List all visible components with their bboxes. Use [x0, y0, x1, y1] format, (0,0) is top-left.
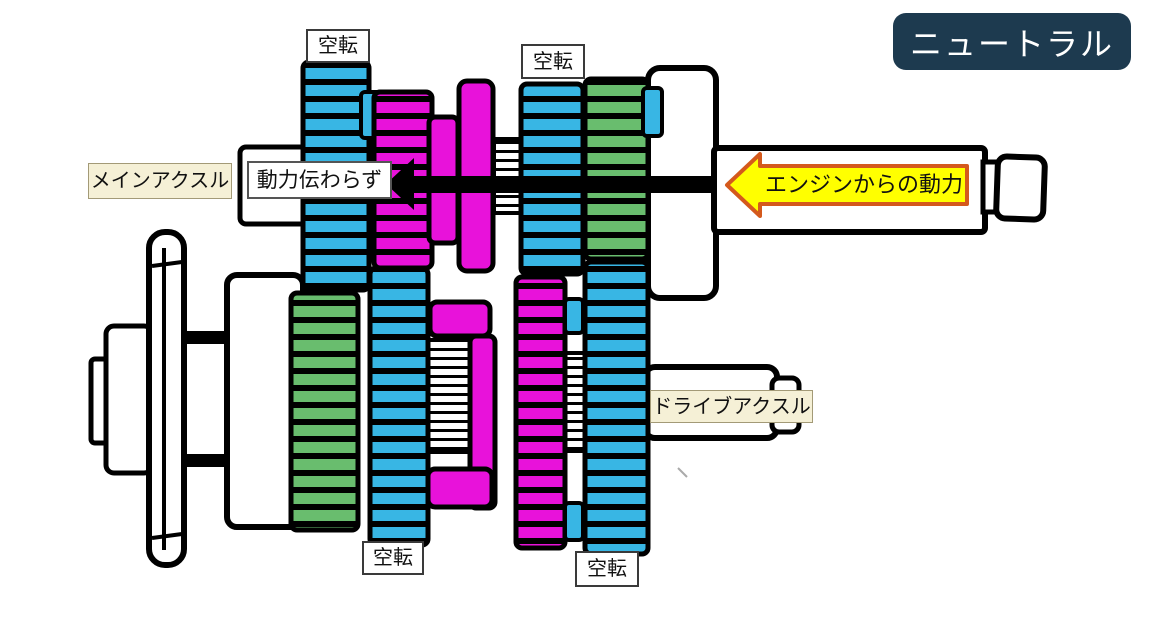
- idle-label-bottom-left: 空転: [362, 541, 424, 575]
- dog-bottom-tab-upper: [427, 299, 493, 339]
- clutch-assembly: [88, 229, 306, 568]
- gears-bottom: [288, 259, 651, 557]
- gear-bottom-2-cyan: [367, 265, 431, 548]
- dog-bottom-tab-lower: [425, 466, 495, 510]
- engine-shaft-end: [993, 153, 1048, 223]
- engine-power-arrow: [725, 152, 969, 218]
- sprocket-disc: [146, 229, 187, 568]
- hub-bit-2: [641, 86, 664, 138]
- idle-label-bottom-right: 空転: [575, 551, 639, 587]
- gear-top-4-green: [582, 76, 651, 262]
- engine-power-label: エンジンからの動力: [764, 172, 963, 197]
- hub-bit-4: [563, 501, 585, 542]
- gear-bottom-3-magenta: [513, 274, 568, 551]
- main-axle-label: メインアクスル: [88, 163, 232, 199]
- gear-bottom-4-cyan: [582, 259, 651, 557]
- no-power-label: 動力伝わらず: [247, 161, 392, 199]
- clutch-hub: [103, 323, 155, 476]
- gear-bottom-1-green: [288, 290, 361, 533]
- hub-bit-3: [563, 297, 585, 335]
- clutch-link-bottom: [183, 454, 229, 467]
- power-flow-arrow: [386, 158, 712, 210]
- stray-mark: [677, 467, 688, 478]
- drive-axle-label: ドライブアクスル: [650, 390, 813, 423]
- state-badge: ニュートラル: [893, 13, 1131, 70]
- idle-label-top-left: 空転: [306, 29, 370, 63]
- idle-label-top-right: 空転: [521, 44, 585, 79]
- clutch-link-top: [183, 331, 229, 344]
